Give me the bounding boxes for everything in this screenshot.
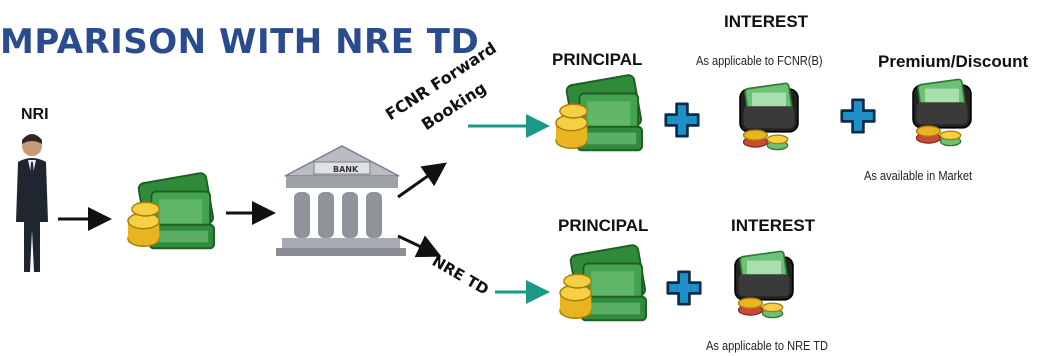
fcnr-principal-money-icon: [554, 73, 644, 152]
bank-icon: [276, 145, 406, 256]
plus-icon: [666, 270, 702, 306]
arrow-fcnr-route: [397, 162, 447, 199]
nri-label: NRI: [21, 106, 49, 123]
nre-interest-money-icon: [734, 250, 794, 319]
fcnr-interest-money-icon: [739, 82, 799, 151]
premium-money-icon: [912, 78, 972, 147]
arrow-nre-route: [397, 234, 442, 258]
bank-sign: BANK: [333, 165, 359, 174]
money-stack-icon: [126, 171, 216, 250]
nre-interest-note: As applicable to NRE TD: [706, 338, 829, 353]
premium-note: As available in Market: [864, 168, 973, 183]
fcnr-interest-header: INTEREST: [724, 12, 809, 31]
person-icon: [16, 134, 48, 272]
nre-principal-money-icon: [558, 243, 648, 322]
page-title: MPARISON WITH NRE TD: [0, 22, 480, 62]
plus-icon: [840, 98, 876, 134]
nre-interest-header: INTEREST: [731, 216, 816, 235]
nre-principal-label: PRINCIPAL: [558, 216, 649, 235]
premium-discount-label: Premium/Discount: [878, 52, 1029, 71]
fcnr-interest-note: As applicable to FCNR(B): [696, 53, 823, 68]
fcnr-principal-label: PRINCIPAL: [552, 50, 643, 69]
plus-icon: [664, 102, 700, 138]
